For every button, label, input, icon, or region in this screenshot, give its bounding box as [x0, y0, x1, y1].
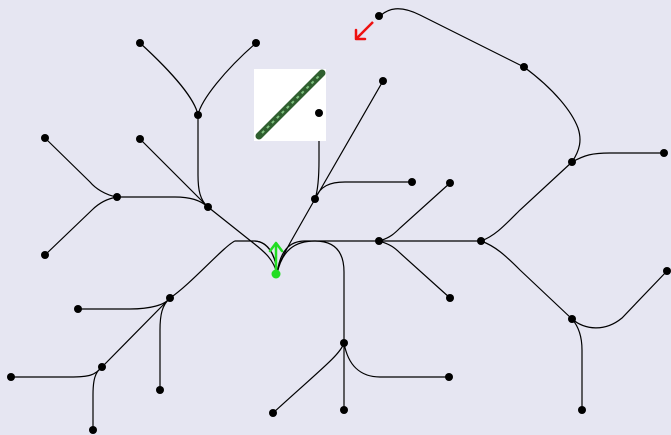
- tree-node[interactable]: [41, 134, 49, 142]
- tree-node[interactable]: [98, 363, 106, 371]
- edge: [139, 42, 199, 116]
- edge: [101, 297, 171, 368]
- root-node[interactable]: [271, 269, 281, 279]
- tree-node[interactable]: [166, 294, 174, 302]
- tree-node[interactable]: [477, 237, 485, 245]
- tree-node[interactable]: [41, 251, 49, 259]
- tree-node[interactable]: [568, 315, 576, 323]
- tree-node[interactable]: [340, 339, 348, 347]
- edge: [480, 161, 573, 242]
- tree-node[interactable]: [663, 267, 671, 275]
- tree-node[interactable]: [136, 39, 144, 47]
- tree-node[interactable]: [446, 294, 454, 302]
- tree-node[interactable]: [315, 109, 323, 117]
- tree-node[interactable]: [340, 406, 348, 414]
- tree-node[interactable]: [578, 406, 586, 414]
- edge: [571, 270, 668, 329]
- tree-node[interactable]: [446, 179, 454, 187]
- green-up-arrow-icon[interactable]: [268, 241, 284, 270]
- tree-node[interactable]: [74, 305, 82, 313]
- edge: [523, 66, 581, 163]
- tree-node[interactable]: [194, 111, 202, 119]
- tree-node[interactable]: [445, 373, 453, 381]
- edge: [272, 342, 345, 414]
- edge: [343, 342, 449, 378]
- tree-node[interactable]: [7, 373, 15, 381]
- tree-node[interactable]: [252, 39, 260, 47]
- tree-node[interactable]: [375, 237, 383, 245]
- tree-node[interactable]: [375, 12, 383, 20]
- tree-node[interactable]: [156, 386, 164, 394]
- edge: [197, 42, 257, 116]
- tree-node[interactable]: [269, 409, 277, 417]
- tree-node[interactable]: [520, 63, 528, 71]
- arrows-group: [268, 21, 374, 279]
- tree-node[interactable]: [568, 158, 576, 166]
- edge: [276, 240, 345, 343]
- edge: [314, 80, 384, 200]
- tree-node[interactable]: [136, 135, 144, 143]
- nodes-group: [7, 12, 671, 434]
- tree-node[interactable]: [113, 193, 121, 201]
- edge: [571, 152, 664, 163]
- red-down-left-arrow-icon[interactable]: [354, 21, 374, 41]
- tree-node[interactable]: [379, 77, 387, 85]
- tree-node[interactable]: [89, 426, 97, 434]
- tree-node[interactable]: [408, 178, 416, 186]
- tree-node[interactable]: [204, 203, 212, 211]
- edge: [314, 181, 412, 200]
- thumbnail-image: [254, 69, 326, 141]
- tree-node[interactable]: [660, 149, 668, 157]
- edge: [139, 138, 209, 208]
- tree-node[interactable]: [311, 195, 319, 203]
- edge: [480, 240, 573, 320]
